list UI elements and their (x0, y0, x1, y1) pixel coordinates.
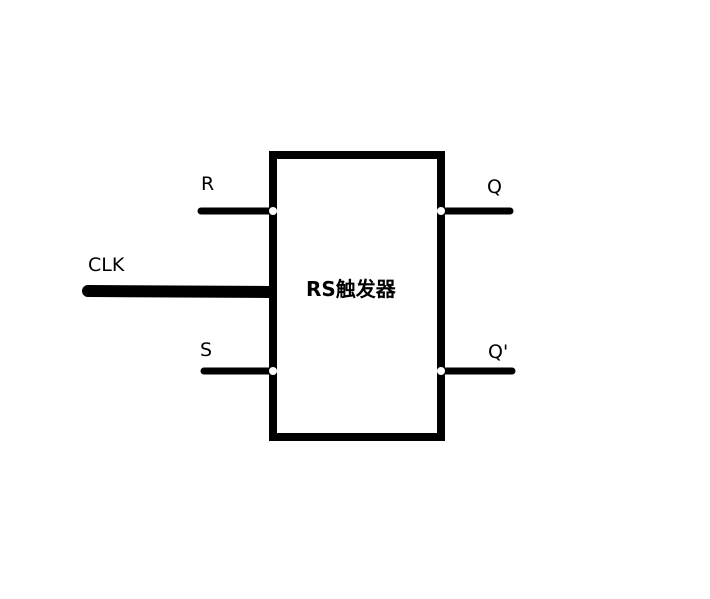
q-not-connection-dot (437, 367, 445, 375)
q-not-label: Q' (488, 341, 508, 363)
clk-label: CLK (88, 254, 125, 276)
r-label: R (201, 173, 214, 195)
q-connection-dot (437, 207, 445, 215)
q-label: Q (487, 176, 502, 198)
r-connection-dot (269, 207, 277, 215)
flip-flop-label: RS触发器 (306, 277, 397, 301)
s-label: S (200, 339, 212, 361)
s-connection-dot (269, 367, 277, 375)
clk-input-wire (82, 285, 276, 298)
